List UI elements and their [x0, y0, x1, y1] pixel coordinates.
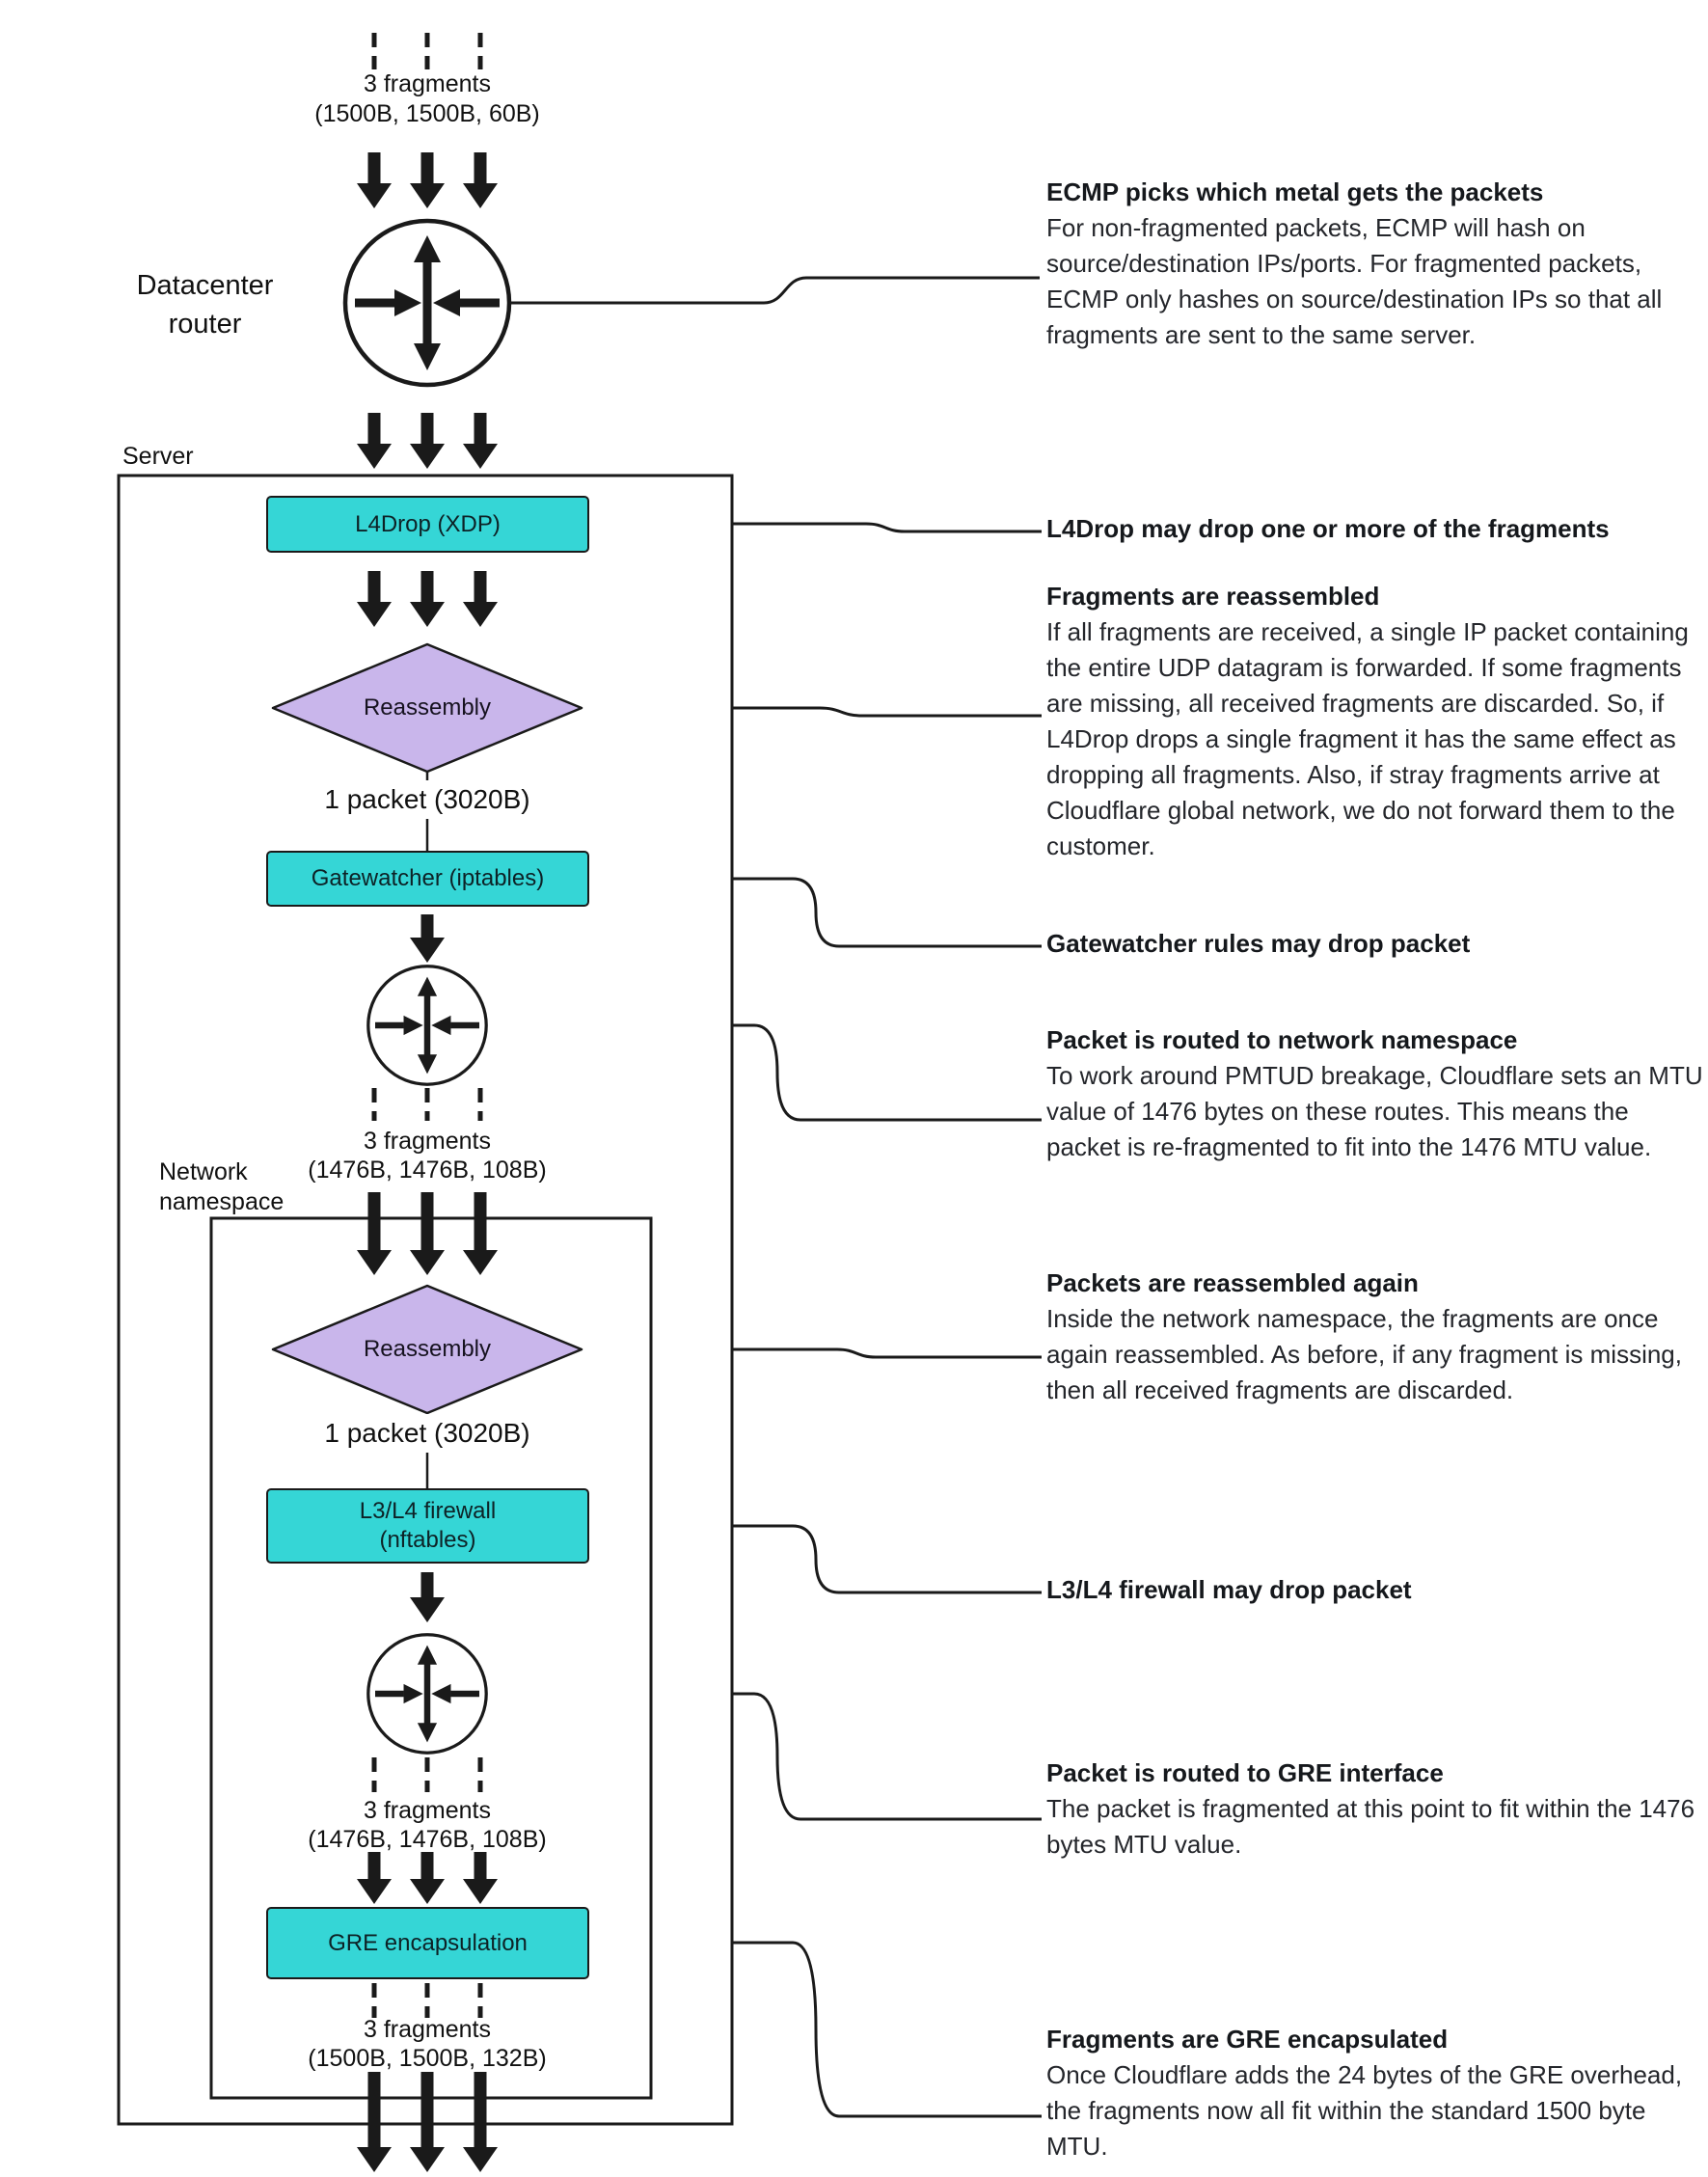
connector-reassembly1 — [582, 706, 1042, 718]
annotation-l4drop: L4Drop may drop one or more of the fragm… — [1046, 511, 1704, 547]
flow-arrow — [410, 914, 445, 963]
annotation-gre-encap-body: Once Cloudflare adds the 24 bytes of the… — [1046, 2060, 1683, 2161]
l4drop-label: L4Drop (XDP) — [355, 510, 501, 537]
reassembly-diamond-1 — [271, 642, 583, 774]
reassembly1-label: Reassembly — [363, 694, 492, 721]
flow-arrow — [463, 1192, 498, 1275]
annotation-gre-route-body: The packet is fragmented at this point t… — [1046, 1794, 1695, 1859]
connector-reassembly2 — [582, 1347, 1042, 1359]
reassembly2-label: Reassembly — [363, 1336, 492, 1362]
flow-arrow — [410, 571, 445, 627]
connector-gre-encap — [588, 1941, 1042, 2118]
flow-arrow — [463, 2072, 498, 2172]
mid-fragments-line1: 3 fragments — [363, 1128, 491, 1155]
connector-gre-route — [486, 1692, 1042, 1821]
gatewatcher-label: Gatewatcher (iptables) — [311, 865, 545, 891]
annotation-reassembled-again-title: Packets are reassembled again — [1046, 1268, 1419, 1297]
flow-arrow — [463, 571, 498, 627]
l4drop-box — [266, 496, 589, 553]
annotation-gre-encap-title: Fragments are GRE encapsulated — [1046, 2025, 1449, 2054]
connector-firewall — [588, 1524, 1042, 1594]
annotation-ecmp: ECMP picks which metal gets the packets … — [1046, 175, 1704, 353]
flow-arrow — [410, 1192, 445, 1275]
annotation-gre-route: Packet is routed to GRE interface The pa… — [1046, 1755, 1704, 1863]
annotation-gre-encap: Fragments are GRE encapsulated Once Clou… — [1046, 2022, 1704, 2164]
flow-arrow — [410, 1572, 445, 1622]
flow-arrow — [410, 152, 445, 208]
datacenter-router-line1: Datacenter — [136, 270, 274, 301]
connector-l4drop — [588, 522, 1042, 533]
annotation-gre-route-title: Packet is routed to GRE interface — [1046, 1758, 1444, 1787]
mid-fragments-line2: (1476B, 1476B, 108B) — [308, 1157, 547, 1184]
flow-arrow — [357, 1192, 392, 1275]
annotation-reassembled-title: Fragments are reassembled — [1046, 582, 1380, 611]
gre-fragments-label: 3 fragments (1476B, 1476B, 108B) — [278, 1796, 577, 1854]
reassembly-diamond-2 — [271, 1284, 583, 1415]
fragment-dashes — [371, 33, 483, 2018]
server-label: Server — [122, 443, 194, 470]
annotation-gatewatcher: Gatewatcher rules may drop packet — [1046, 926, 1704, 962]
route-to-namespace-icon — [368, 966, 486, 1084]
datacenter-router-label: Datacenter router — [96, 266, 313, 343]
firewall-label: L3/L4 firewall (nftables) — [267, 1489, 588, 1563]
firewall-box — [266, 1488, 589, 1564]
top-fragments-line2: (1500B, 1500B, 60B) — [314, 100, 540, 127]
out-fragments-line2: (1500B, 1500B, 132B) — [308, 2045, 547, 2072]
annotation-ecmp-body: For non-fragmented packets, ECMP will ha… — [1046, 213, 1663, 349]
annotation-firewall: L3/L4 firewall may drop packet — [1046, 1572, 1704, 1608]
flow-arrow — [357, 152, 392, 208]
top-fragments-line1: 3 fragments — [363, 70, 491, 97]
flow-arrow — [410, 413, 445, 469]
datacenter-router-line2: router — [168, 309, 242, 340]
connector-gatewatcher — [588, 877, 1042, 948]
annotation-netns: Packet is routed to network namespace To… — [1046, 1022, 1704, 1165]
annotation-reassembled-body: If all fragments are received, a single … — [1046, 617, 1689, 860]
firewall-line1: L3/L4 firewall — [359, 1498, 497, 1524]
flow-arrow — [357, 571, 392, 627]
annotation-netns-title: Packet is routed to network namespace — [1046, 1025, 1518, 1054]
flow-arrows — [357, 152, 498, 2172]
annotation-gatewatcher-title: Gatewatcher rules may drop packet — [1046, 929, 1471, 958]
gatewatcher-box — [266, 851, 589, 907]
gre-fragments-line2: (1476B, 1476B, 108B) — [308, 1826, 547, 1853]
annotation-reassembled-again: Packets are reassembled again Inside the… — [1046, 1265, 1704, 1408]
mid-fragments-label: 3 fragments (1476B, 1476B, 108B) — [278, 1127, 577, 1184]
out-fragments-label: 3 fragments (1500B, 1500B, 132B) — [278, 2015, 577, 2073]
flow-arrow — [410, 1852, 445, 1904]
top-fragments-label: 3 fragments (1500B, 1500B, 60B) — [283, 69, 572, 129]
flow-arrow — [357, 413, 392, 469]
flow-arrow — [357, 1852, 392, 1904]
gre-box — [266, 1907, 589, 1979]
flow-arrow — [463, 152, 498, 208]
connector-ecmp — [509, 276, 1040, 305]
datacenter-router-icon — [345, 221, 509, 385]
network-namespace-line1: Network — [159, 1158, 248, 1185]
annotation-reassembled-again-body: Inside the network namespace, the fragme… — [1046, 1304, 1682, 1404]
flow-arrow — [410, 2072, 445, 2172]
annotation-l4drop-title: L4Drop may drop one or more of the fragm… — [1046, 514, 1610, 543]
network-namespace-label: Network namespace — [159, 1157, 352, 1217]
annotation-reassembled: Fragments are reassembled If all fragmen… — [1046, 579, 1704, 864]
gre-label: GRE encapsulation — [328, 1929, 528, 1956]
annotation-firewall-title: L3/L4 firewall may drop packet — [1046, 1575, 1412, 1604]
firewall-line2: (nftables) — [379, 1527, 476, 1553]
out-fragments-line1: 3 fragments — [363, 2016, 491, 2043]
flow-arrow — [357, 2072, 392, 2172]
flow-arrow — [463, 1852, 498, 1904]
flow-arrow — [463, 413, 498, 469]
connector-netns — [486, 1023, 1042, 1122]
packet2-label: 1 packet (3020B) — [307, 1414, 548, 1453]
annotation-ecmp-title: ECMP picks which metal gets the packets — [1046, 177, 1544, 206]
packet1-label: 1 packet (3020B) — [307, 780, 548, 819]
annotation-connectors — [486, 276, 1042, 2118]
network-namespace-line2: namespace — [159, 1188, 285, 1215]
annotation-netns-body: To work around PMTUD breakage, Cloudflar… — [1046, 1061, 1703, 1161]
gre-fragments-line1: 3 fragments — [363, 1797, 491, 1824]
route-to-gre-icon — [368, 1635, 486, 1753]
